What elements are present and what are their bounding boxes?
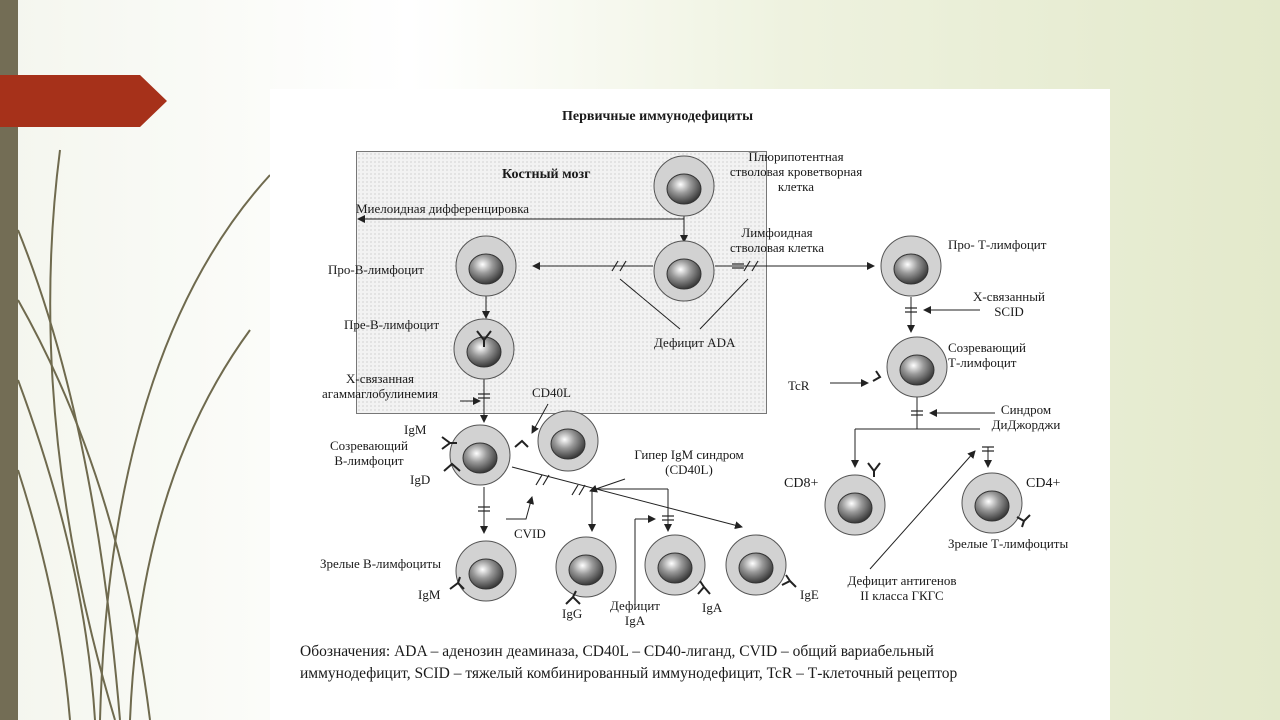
diagram-title: Первичные иммунодефициты [562,109,754,124]
stem-cell [653,155,715,217]
legend: Обозначения: ADA – аденозин деаминаза, C… [300,641,1100,685]
maturing-t-cell [872,336,948,398]
bone-marrow-label: Костный мозг [502,167,591,182]
ige-label: IgE [800,587,819,602]
diagram-panel: Первичные иммунодефициты Костный мозг Пл… [270,89,1110,720]
igg-label: IgG [562,606,583,621]
mature-b-label: Зрелые В-лимфоциты [320,556,441,571]
cd4-label: CD4+ [1026,476,1061,491]
diagram-graphics [357,155,1031,605]
cd8-label: CD8+ [784,476,819,491]
tcr-label: TcR [788,378,810,393]
pro-t-cell [880,235,942,297]
title-accent-tab [0,75,167,127]
lymphoid-stem-cell [653,240,715,302]
myeloid-label: Миелоидная дифференцировка [356,201,530,216]
mature-t-label: Зрелые Т-лимфоциты [948,536,1069,551]
maturing-b-cell [441,424,529,486]
iga-cell [644,534,711,596]
iga-label: IgA [702,600,723,615]
igg-cell [555,536,617,605]
cd40l-cell [537,410,599,472]
left-decor-strip [0,0,18,720]
igd-label: IgD [410,472,431,487]
ada-label: Дефицит ADA [654,335,736,350]
cd8-cell [824,462,886,536]
mature-b-cell [449,540,517,602]
cd40l-label: CD40L [532,385,571,400]
igm-bottom-label: IgM [418,587,441,602]
pre-b-cell [453,318,515,380]
cvid-label: CVID [514,526,546,541]
pro-b-cell [455,235,517,297]
legend-line-2: иммунодефицит, SCID – тяжелый комбиниров… [300,665,958,682]
cd4-cell [961,472,1031,534]
hyper-igm-label: Гипер IgM синдром(CD40L) [634,447,744,477]
igm-top-label: IgM [404,422,427,437]
pro-t-label: Про- Т-лимфоцит [948,237,1047,252]
decorative-grass-lines [17,149,271,720]
legend-line-1: Обозначения: ADA – аденозин деаминаза, C… [300,643,934,660]
pro-b-label: Про-В-лимфоцит [328,262,424,277]
ige-cell [725,534,797,596]
pre-b-label: Пре-В-лимфоцит [344,317,440,332]
